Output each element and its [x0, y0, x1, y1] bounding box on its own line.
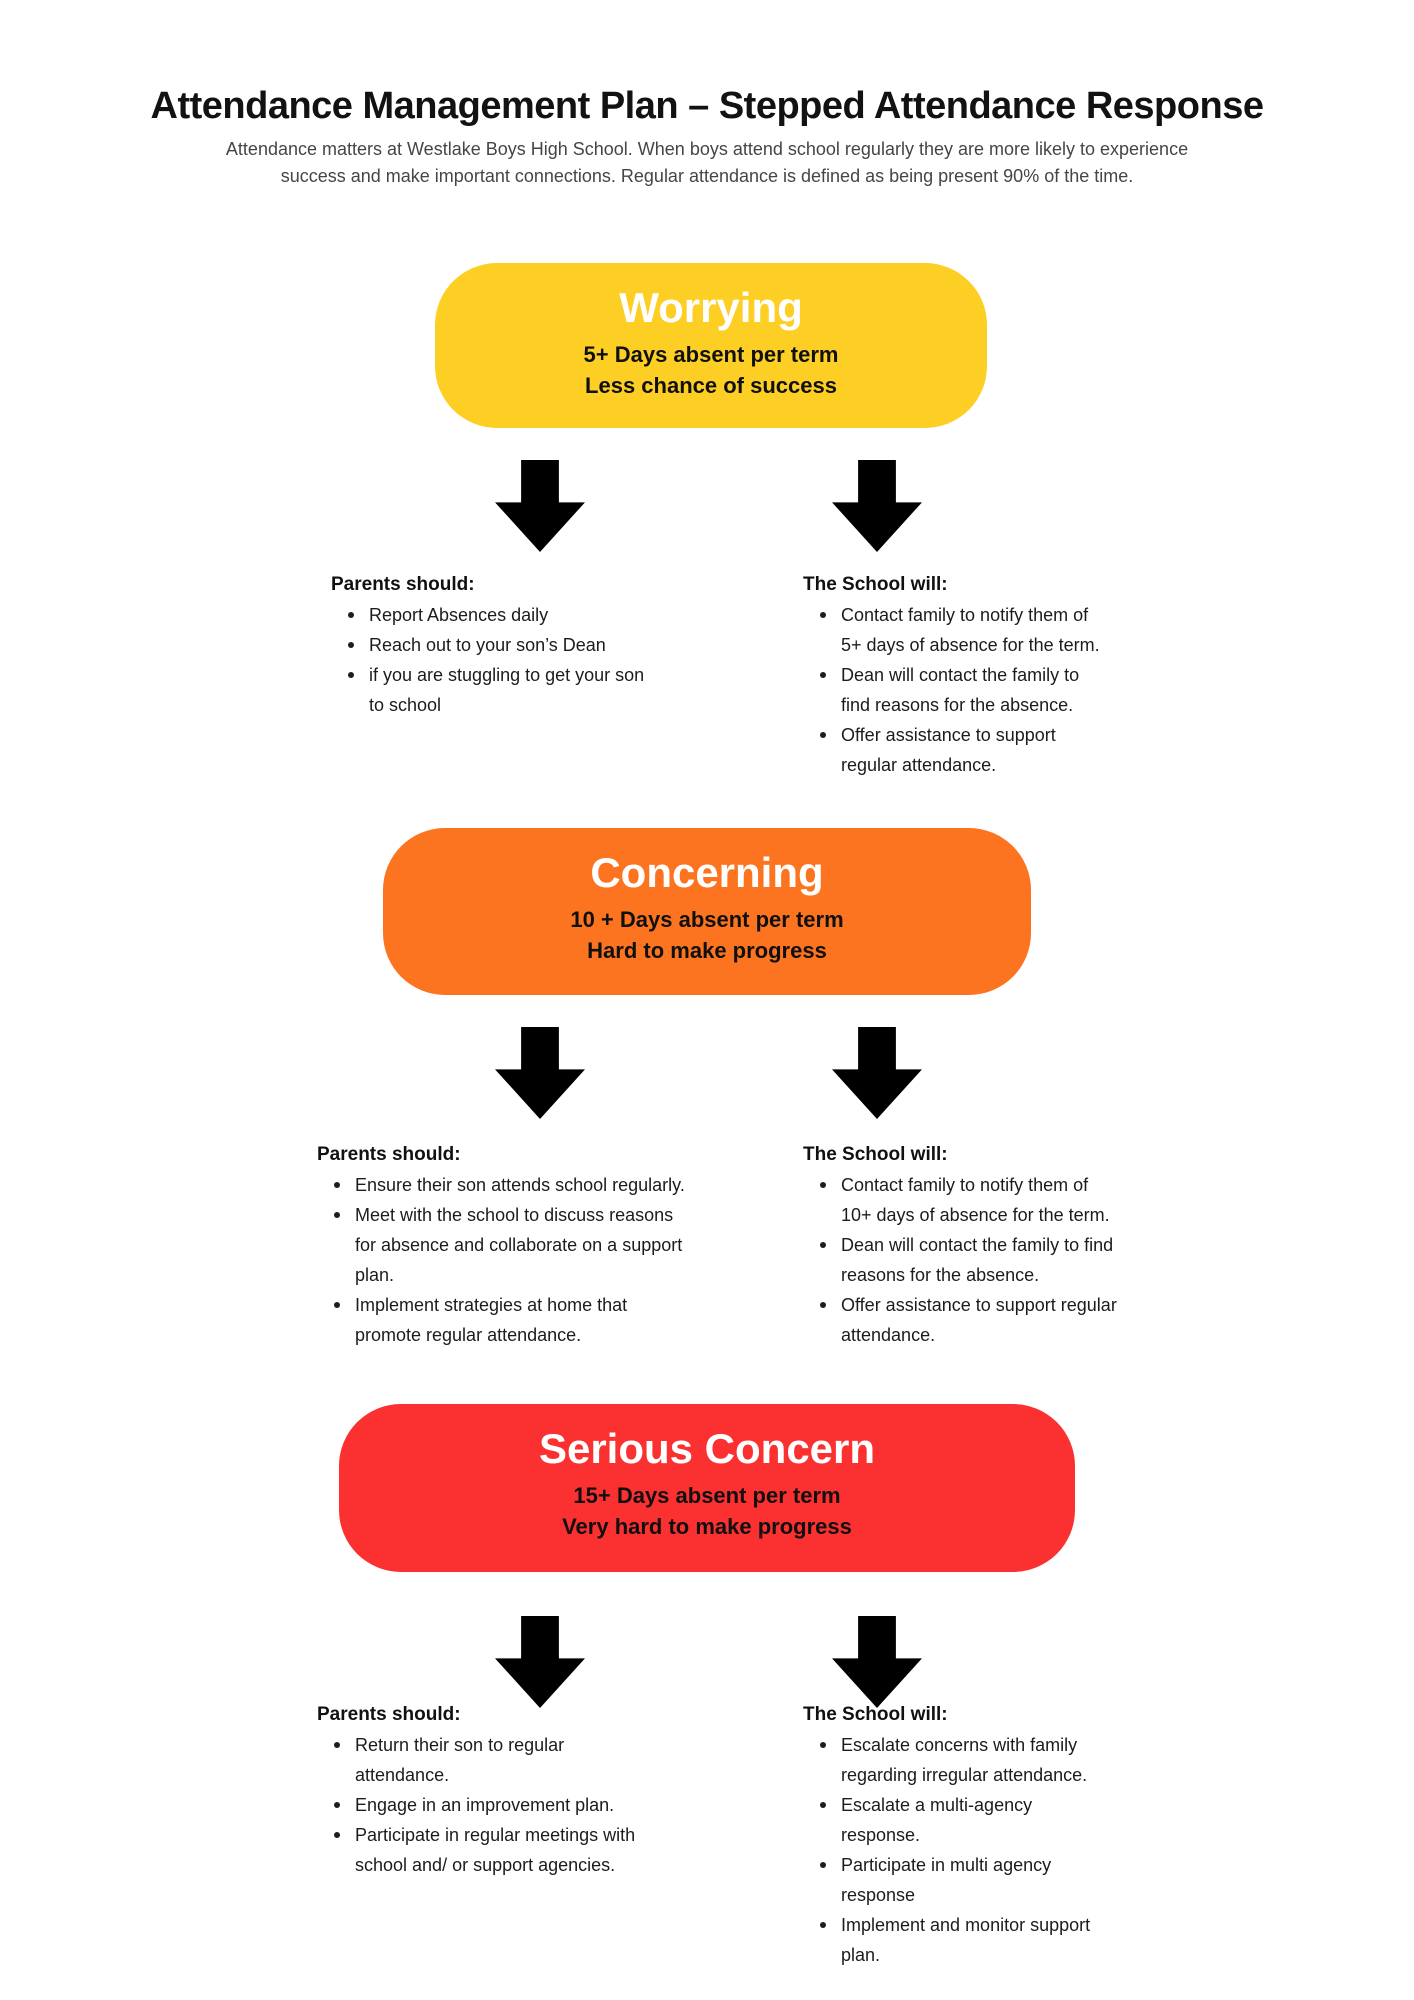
school-will-heading: The School will:: [803, 1704, 948, 1725]
parents-should-heading: Parents should:: [317, 1144, 461, 1165]
bullet-list: Contact family to notify them of 10+ day…: [803, 1170, 1153, 1350]
parents-should-heading: Parents should:: [331, 574, 475, 595]
down-arrow-icon: [495, 460, 585, 552]
list-item: Dean will contact the family to find rea…: [803, 1230, 1153, 1290]
page-title: Attendance Management Plan – Stepped Att…: [150, 85, 1264, 128]
list-item: Implement strategies at home that promot…: [317, 1290, 707, 1350]
stage-subtitle: 5+ Days absent per term Less chance of s…: [583, 342, 839, 398]
stage-subtitle: 10 + Days absent per term Hard to make p…: [570, 907, 844, 963]
school-will-heading: The School will:: [803, 574, 948, 595]
stage-title: Concerning: [590, 849, 824, 896]
list-item: Implement and monitor support plan.: [803, 1910, 1123, 1970]
bullet-list: Contact family to notify them of 5+ days…: [803, 600, 1123, 780]
serious-school-list: The School will: Escalate concerns with …: [803, 1700, 1123, 1970]
list-item: Offer assistance to support regular atte…: [803, 720, 1123, 780]
list-item: Participate in multi agency response: [803, 1850, 1123, 1910]
list-item: Meet with the school to discuss reasons …: [317, 1200, 707, 1290]
list-item: Ensure their son attends school regularl…: [317, 1170, 707, 1200]
list-item: Dean will contact the family to find rea…: [803, 660, 1123, 720]
stage-box-worrying: Worrying 5+ Days absent per term Less ch…: [435, 263, 987, 428]
down-arrow-icon: [832, 460, 922, 552]
down-arrow-icon: [832, 1027, 922, 1119]
down-arrow-icon: [495, 1616, 585, 1708]
list-item: if you are stuggling to get your son to …: [331, 660, 671, 720]
worrying-parents-list: Parents should: Report Absences daily Re…: [331, 570, 671, 720]
stage-box-concerning: Concerning 10 + Days absent per term Har…: [383, 828, 1031, 995]
list-item: Engage in an improvement plan.: [317, 1790, 657, 1820]
stage-title: Worrying: [619, 284, 803, 331]
concerning-parents-list: Parents should: Ensure their son attends…: [317, 1140, 707, 1350]
list-item: Return their son to regular attendance.: [317, 1730, 657, 1790]
list-item: Contact family to notify them of 5+ days…: [803, 600, 1123, 660]
down-arrow-icon: [832, 1616, 922, 1708]
parents-should-heading: Parents should:: [317, 1704, 461, 1725]
stage-box-serious-concern: Serious Concern 15+ Days absent per term…: [339, 1404, 1075, 1572]
worrying-school-list: The School will: Contact family to notif…: [803, 570, 1123, 780]
concerning-school-list: The School will: Contact family to notif…: [803, 1140, 1153, 1350]
stage-subtitle: 15+ Days absent per term Very hard to ma…: [562, 1483, 852, 1539]
list-item: Offer assistance to support regular atte…: [803, 1290, 1153, 1350]
list-item: Contact family to notify them of 10+ day…: [803, 1170, 1153, 1230]
list-item: Participate in regular meetings with sch…: [317, 1820, 657, 1880]
serious-parents-list: Parents should: Return their son to regu…: [317, 1700, 657, 1880]
list-item: Escalate a multi-agency response.: [803, 1790, 1123, 1850]
list-item: Escalate concerns with family regarding …: [803, 1730, 1123, 1790]
stage-title: Serious Concern: [538, 1425, 876, 1472]
bullet-list: Ensure their son attends school regularl…: [317, 1170, 707, 1350]
list-item: Report Absences daily: [331, 600, 671, 630]
down-arrow-icon: [495, 1027, 585, 1119]
bullet-list: Return their son to regular attendance. …: [317, 1730, 657, 1880]
list-item: Reach out to your son’s Dean: [331, 630, 671, 660]
bullet-list: Escalate concerns with family regarding …: [803, 1730, 1123, 1970]
school-will-heading: The School will:: [803, 1144, 948, 1165]
intro-paragraph: Attendance matters at Westlake Boys High…: [225, 139, 1189, 186]
bullet-list: Report Absences daily Reach out to your …: [331, 600, 671, 720]
